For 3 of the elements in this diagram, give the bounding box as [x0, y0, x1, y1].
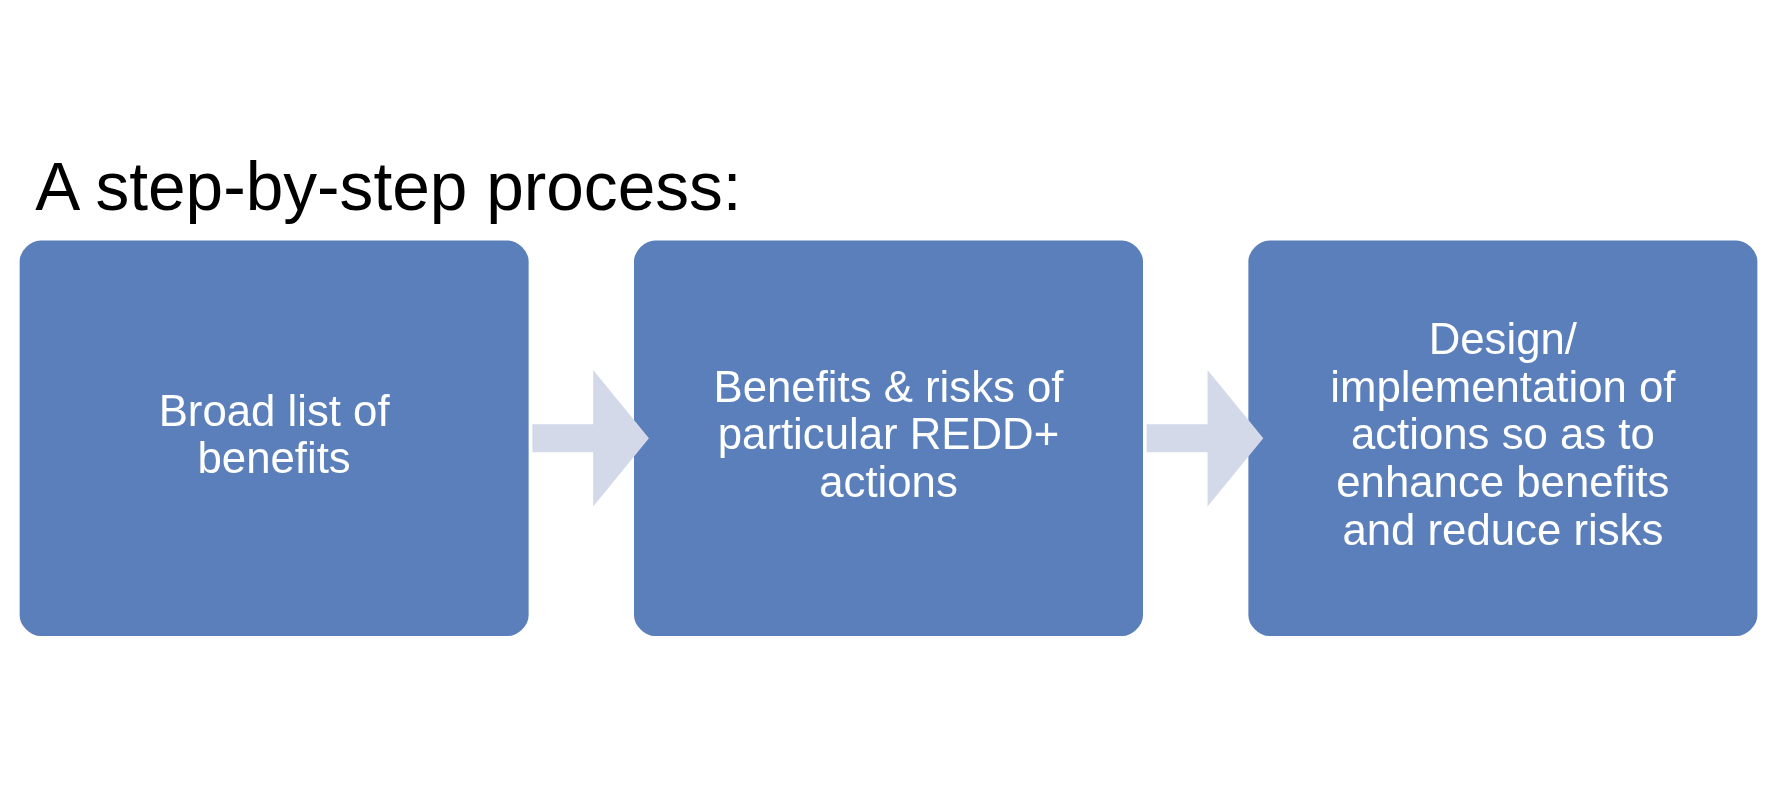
diagram-title: A step-by-step process:	[35, 148, 742, 224]
arrow	[1146, 369, 1264, 507]
arrow	[532, 369, 649, 507]
